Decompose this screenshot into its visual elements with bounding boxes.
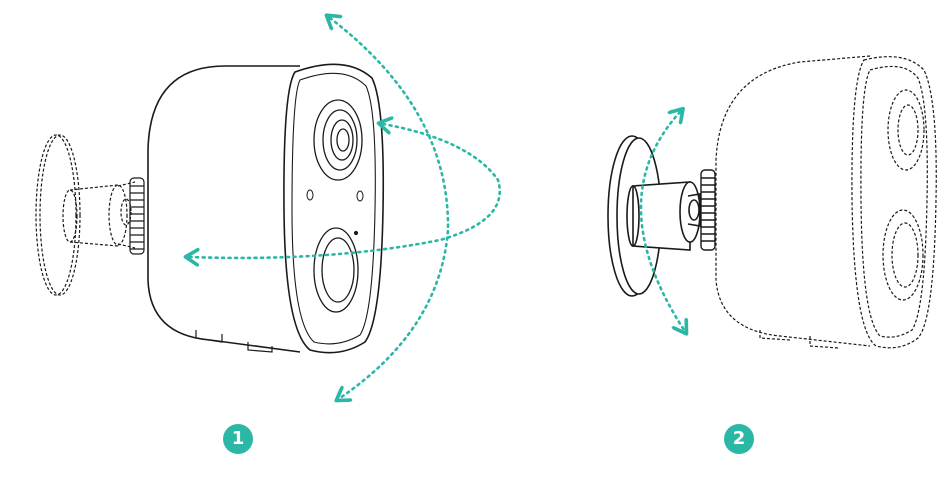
tilt-arrow xyxy=(639,112,684,330)
step-2-number: 2 xyxy=(732,428,746,449)
threaded-ring xyxy=(129,177,145,255)
step-2-illustration xyxy=(607,55,937,349)
step-1-badge: 1 xyxy=(223,424,253,454)
step-2-badge: 2 xyxy=(724,424,754,454)
step-1-illustration xyxy=(35,18,501,398)
step-1-number: 1 xyxy=(231,428,245,449)
rotation-arrows xyxy=(190,18,501,398)
camera-body-dashed xyxy=(715,55,937,349)
camera-body xyxy=(147,63,385,354)
threaded-ring-mount xyxy=(700,169,716,251)
wall-mount-dashed xyxy=(35,134,136,296)
